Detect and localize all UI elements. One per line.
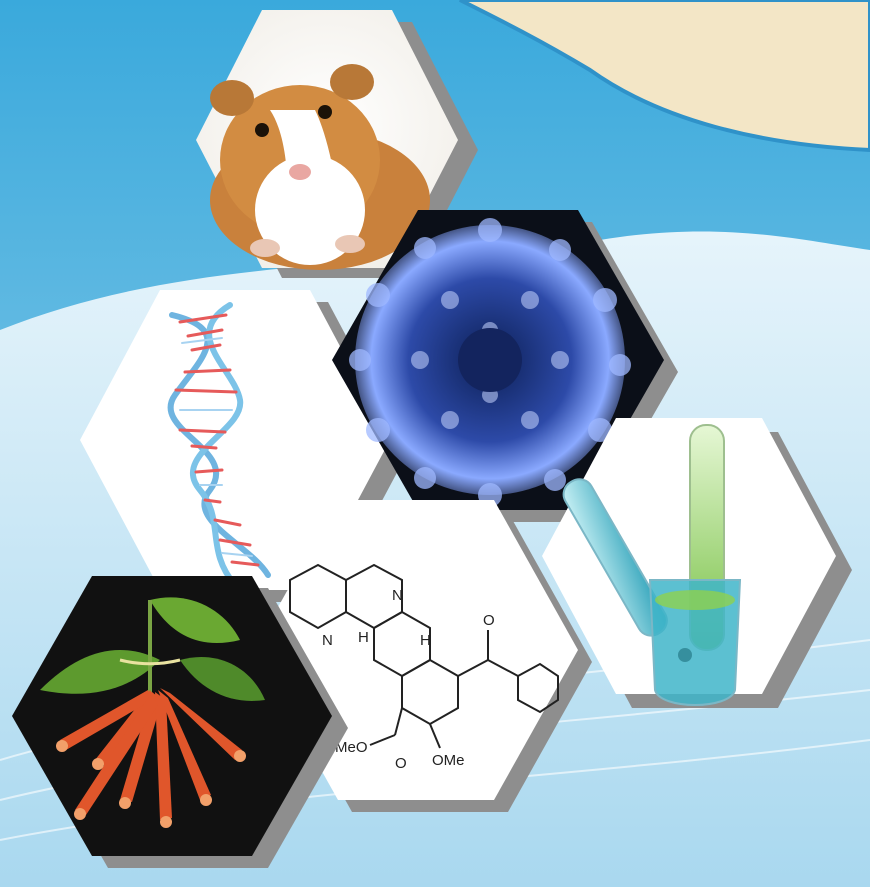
guinea-pig-icon xyxy=(210,64,430,270)
molecule-icon xyxy=(289,563,559,749)
formula-label-h2: H xyxy=(420,632,431,649)
formula-label-o1: O xyxy=(483,612,495,629)
hex-face xyxy=(80,290,390,590)
flower-icon xyxy=(40,597,265,828)
formula-label-o2: O xyxy=(395,755,407,772)
flower-plant-tile xyxy=(12,576,348,868)
formula-label-n2: N xyxy=(392,587,403,604)
virus-icon xyxy=(349,218,631,507)
test-tube-icon xyxy=(562,424,742,706)
formula-label-ome: OMe xyxy=(432,752,465,769)
cream-panel xyxy=(459,0,870,153)
formula-label-h1: H xyxy=(358,629,369,646)
formula-label-meo: MeO xyxy=(335,739,368,756)
formula-label-n1: N xyxy=(322,632,333,649)
virus-tile xyxy=(332,210,678,522)
dna-helix-icon xyxy=(167,302,271,588)
guinea-pig-tile xyxy=(196,10,478,278)
test-tubes-tile xyxy=(542,418,852,708)
